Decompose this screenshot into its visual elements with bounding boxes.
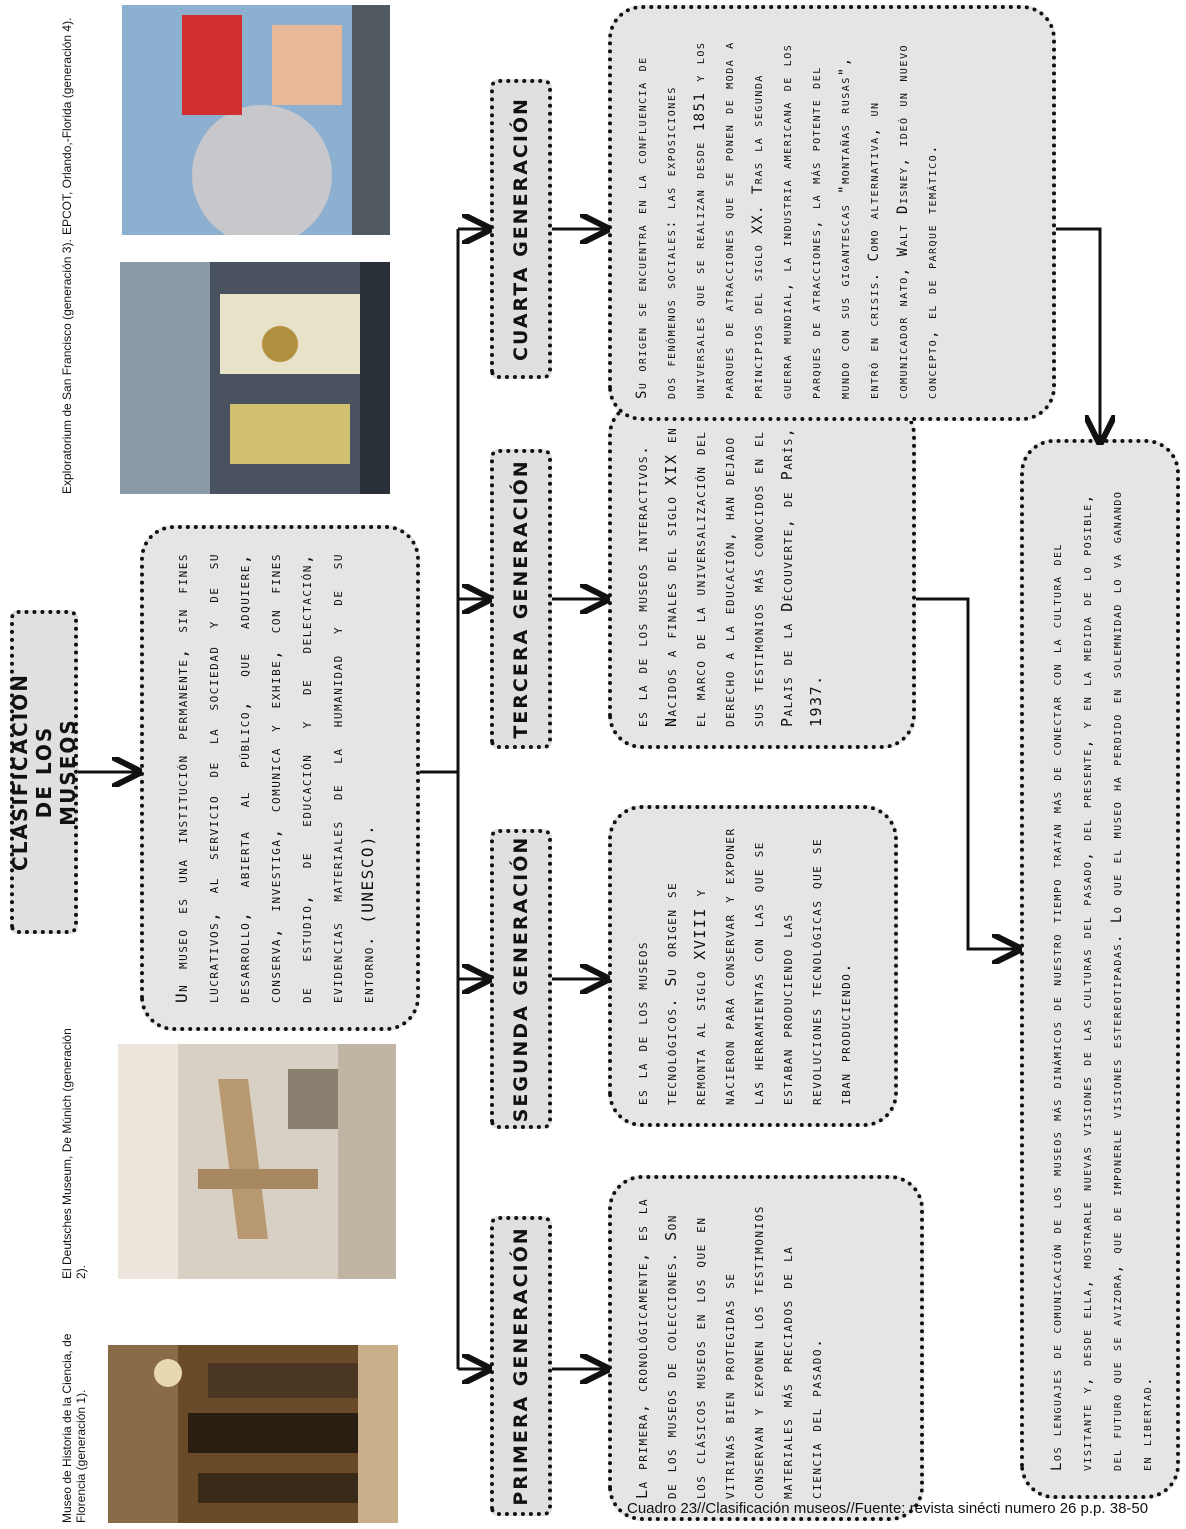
- theme-park-image: [122, 5, 390, 235]
- photo-florencia: [108, 1345, 398, 1523]
- museum-hall-image: [108, 1345, 398, 1523]
- museum-aircraft-image: [118, 1044, 396, 1279]
- photo-deutsches: [118, 1044, 396, 1279]
- museum-interactive-image: [120, 262, 390, 494]
- source-caption: Cuadro 23//Clasificación museos//Fuente:…: [627, 1500, 1149, 1517]
- photo-epcot: [122, 5, 390, 235]
- photo-exploratorium: [120, 262, 390, 494]
